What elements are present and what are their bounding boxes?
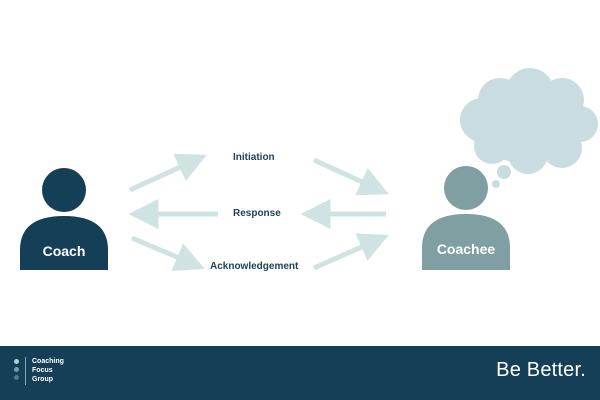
diagram-canvas: Coach Coachee bbox=[20, 68, 598, 272]
arrow-acknowledgement-right bbox=[312, 233, 389, 271]
coach-person-icon: Coach bbox=[20, 168, 108, 270]
coach-label: Coach bbox=[43, 243, 86, 259]
logo-dot bbox=[14, 367, 19, 372]
coachee-body bbox=[422, 214, 510, 270]
coachee-label: Coachee bbox=[437, 241, 496, 257]
coach-body bbox=[20, 216, 108, 270]
logo-dots-icon bbox=[14, 359, 19, 380]
communication-diagram: Coach Coachee bbox=[20, 68, 598, 272]
arrow-acknowledgement-left bbox=[131, 235, 205, 272]
flow-label-acknowledgement: Acknowledgement bbox=[210, 261, 299, 272]
flow-label-response: Response bbox=[233, 208, 281, 219]
logo-line: Coaching bbox=[32, 358, 64, 365]
footer-bar: Coaching Focus Group Be Better. bbox=[0, 346, 600, 400]
coach-head bbox=[42, 168, 86, 212]
logo-text: Coaching Focus Group bbox=[32, 357, 64, 384]
logo-line: Group bbox=[32, 376, 53, 383]
logo-dot bbox=[14, 359, 19, 364]
logo-divider bbox=[25, 357, 26, 385]
arrow-initiation-left bbox=[128, 153, 207, 193]
company-logo: Coaching Focus Group bbox=[14, 357, 64, 385]
coachee-head bbox=[444, 166, 488, 210]
coachee-person-icon: Coachee bbox=[422, 166, 510, 270]
arrow-initiation-right bbox=[312, 157, 389, 196]
thought-bubble-icon bbox=[460, 68, 598, 188]
tagline: Be Better. bbox=[496, 359, 586, 381]
logo-line: Focus bbox=[32, 367, 53, 374]
flow-label-initiation: Initiation bbox=[233, 152, 275, 163]
logo-dot bbox=[14, 375, 19, 380]
